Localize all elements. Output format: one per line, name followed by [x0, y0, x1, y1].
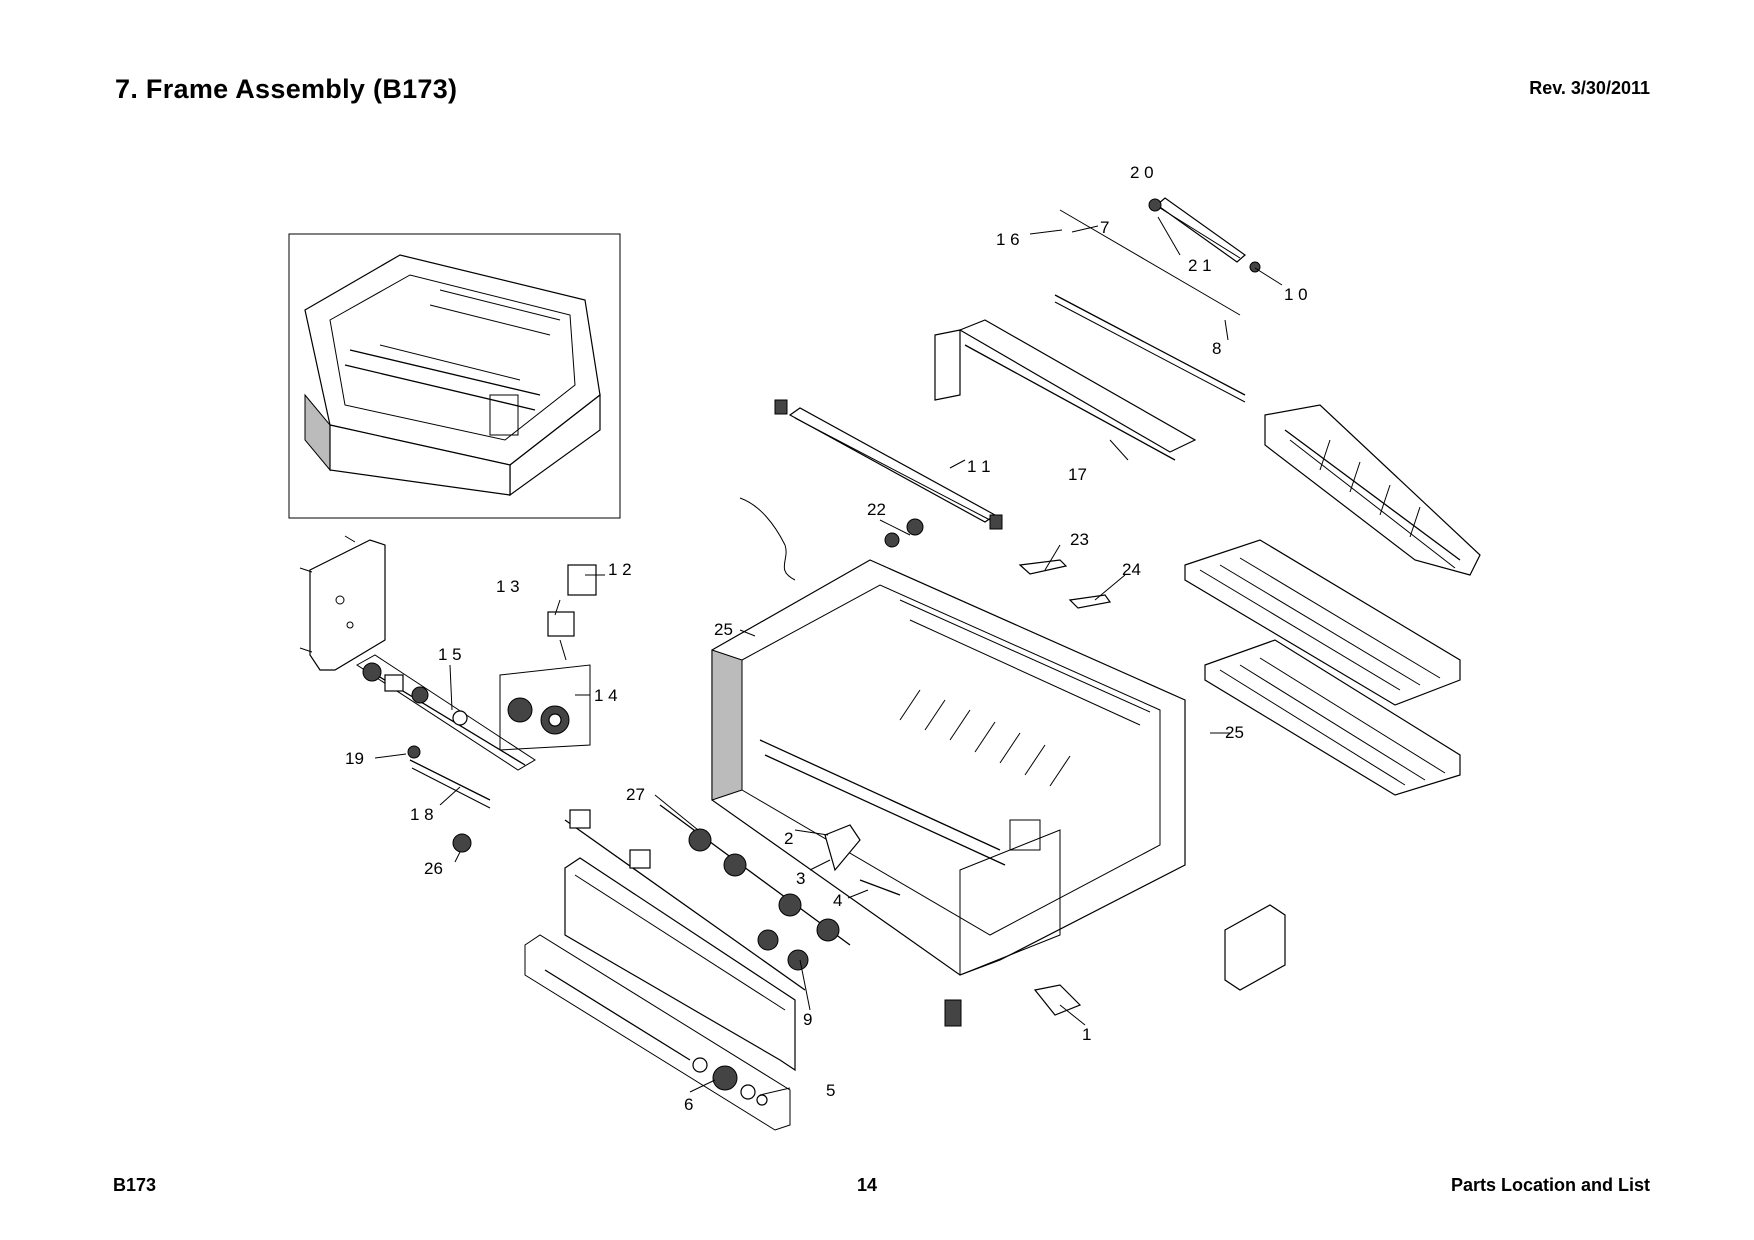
shaft-18	[407, 745, 491, 809]
callout-2: 2	[784, 829, 793, 848]
callout-25b: 25	[1225, 723, 1244, 742]
callout-15: 1 5	[438, 645, 462, 664]
roller-20	[1148, 197, 1261, 273]
callout-21: 2 1	[1188, 256, 1212, 275]
footer-section: Parts Location and List	[1450, 1175, 1650, 1195]
callout-3: 3	[796, 869, 805, 888]
leader-lines	[374, 216, 1283, 1096]
callout-4: 4	[833, 891, 842, 910]
callout-13: 1 3	[496, 577, 520, 596]
main-frame	[711, 559, 1186, 976]
feed-roller-assembly-15	[356, 654, 536, 771]
callout-26: 26	[424, 859, 443, 878]
callout-12: 1 2	[608, 560, 632, 579]
callout-17: 17	[1068, 465, 1087, 484]
callout-24: 24	[1122, 560, 1141, 579]
callout-25a: 25	[714, 620, 733, 639]
callout-6: 6	[684, 1095, 693, 1114]
gear-22	[884, 518, 924, 548]
callout-14: 1 4	[594, 686, 618, 705]
exit-guide-upper	[1184, 539, 1461, 706]
fuser-unit	[1264, 404, 1481, 576]
top-frame-bar-17	[934, 319, 1197, 461]
callout-11: 1 1	[967, 457, 991, 476]
callout-8: 8	[1212, 339, 1221, 358]
footer-page-number: 14	[857, 1175, 878, 1195]
exit-guide-lower	[1204, 639, 1461, 796]
left-side-plate	[299, 535, 386, 671]
cap-1	[944, 999, 962, 1027]
callout-1: 1	[1082, 1025, 1091, 1044]
right-side-plate	[1224, 904, 1286, 991]
callout-10: 1 0	[1284, 285, 1308, 304]
lever-24	[1068, 594, 1112, 609]
overview-inset	[288, 233, 621, 519]
callout-19: 19	[345, 749, 364, 768]
callout-27: 27	[626, 785, 645, 804]
page-title: 7. Frame Assembly (B173)	[115, 74, 458, 104]
callout-20: 2 0	[1130, 163, 1154, 182]
callout-18: 1 8	[410, 805, 434, 824]
callout-7: 7	[1100, 218, 1109, 237]
lever-23	[1018, 559, 1068, 575]
roller-11	[774, 399, 1003, 530]
gear-26	[452, 833, 472, 853]
callout-22: 22	[867, 500, 886, 519]
wire-harness	[739, 497, 796, 581]
footer-model: B173	[113, 1175, 157, 1195]
callout-5: 5	[826, 1081, 835, 1100]
arm-4	[859, 879, 901, 896]
lever-3	[824, 824, 861, 872]
revision-date: Rev. 3/30/2011	[1529, 78, 1650, 98]
bottom-tray-guide	[564, 857, 796, 1072]
callout-16: 1 6	[996, 230, 1020, 249]
bracket-1	[1033, 984, 1082, 1016]
solenoid-bracket-12-13	[547, 564, 597, 661]
callout-9: 9	[803, 1010, 812, 1029]
callout-23: 23	[1070, 530, 1089, 549]
gear-set-14	[499, 664, 591, 751]
pickup-roller-shaft-9-27	[564, 804, 851, 991]
